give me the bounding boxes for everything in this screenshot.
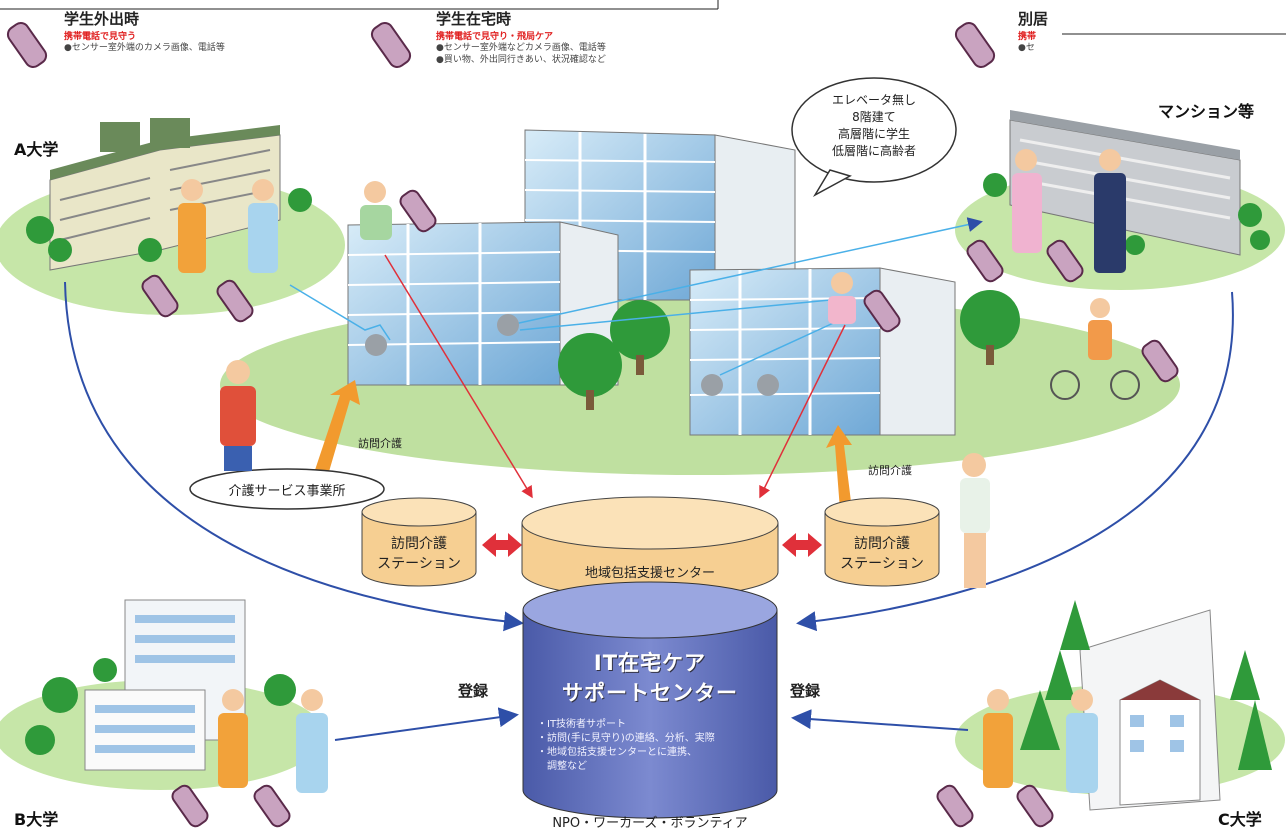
apartment-right xyxy=(689,267,956,436)
support-center-line-1: ・IT技術者サポート xyxy=(537,719,627,730)
care-office-bubble xyxy=(189,468,385,510)
station-left-line-2: ステーション xyxy=(377,556,461,572)
station-left-line-1: 訪問介護 xyxy=(391,536,447,552)
mobile-phone-icons xyxy=(6,21,1179,828)
label-univ-c: C大学 xyxy=(1218,810,1262,829)
support-center-line-4: 調整など xyxy=(537,761,587,772)
header-home-sub: 携帯電話で見守り・飛局ケア xyxy=(436,32,554,42)
header-away-bullet: ●セ xyxy=(1018,43,1035,53)
red-links xyxy=(384,254,846,499)
visit-care-left-label: 訪問介護 xyxy=(358,437,402,450)
header-away: 別居 携帯 ●セ xyxy=(1018,8,1062,54)
community-center-cylinder xyxy=(521,496,779,599)
header-out-sub: 携帯電話で見守う xyxy=(64,32,137,42)
speech-bubble-shape xyxy=(791,77,957,197)
label-mansion: マンション等 xyxy=(1158,102,1255,121)
trees-c xyxy=(1020,600,1272,770)
footer-label: NPO・ワーカーズ・ボランティア xyxy=(552,816,748,831)
register-left-label: 登録 xyxy=(458,682,489,700)
comms-lines xyxy=(289,217,983,376)
speech-line-4: 低層階に高齢者 xyxy=(831,144,916,158)
speech-line-3: 高層階に学生 xyxy=(837,127,910,141)
support-center-cylinder xyxy=(522,581,778,819)
trees-center xyxy=(558,290,1020,410)
support-center-line-2: ・訪問(手に見守り)の連絡、分析、実際 xyxy=(537,733,715,744)
univ-b-building xyxy=(84,599,246,771)
visit-care-arrows xyxy=(315,380,852,510)
community-center-label: 地域包括支援センター xyxy=(584,566,715,581)
people xyxy=(178,149,1140,793)
trees-a xyxy=(26,188,312,262)
header-home: 学生在宅時 携帯電話で見守り・飛局ケア ●センサー室外端などカメラ画像、電話等 … xyxy=(436,8,606,66)
station-left: 訪問介護 ステーション xyxy=(362,534,476,574)
header-home-title: 学生在宅時 xyxy=(436,10,512,28)
support-center: IT在宅ケア サポートセンター ・IT技術者サポート ・訪問(手に見守り)の連絡… xyxy=(523,648,777,774)
station-right-line-2: ステーション xyxy=(840,556,924,572)
header-home-bullet-2: ●買い物、外出同行きあい、状況確認など xyxy=(436,55,606,65)
support-center-title-1: IT在宅ケア xyxy=(593,651,707,675)
registration-arrows xyxy=(64,281,1234,741)
header-out-bullet: ●センサー室外端のカメラ画像、電話等 xyxy=(64,43,225,53)
visit-care-right-label: 訪問介護 xyxy=(868,464,912,477)
trees-mansion xyxy=(983,173,1270,255)
univ-c-building xyxy=(1079,609,1221,811)
station-right: 訪問介護 ステーション xyxy=(825,534,939,574)
trees-b xyxy=(25,658,296,755)
speech-line-1: エレベータ無し xyxy=(831,93,916,107)
station-right-line-1: 訪問介護 xyxy=(854,536,910,552)
speech-bubble: エレベータ無し 8階建て 高層階に学生 低層階に高齢者 xyxy=(812,92,936,160)
label-univ-a: A大学 xyxy=(14,140,59,159)
support-center-line-3: ・地域包括支援センターとに連携、 xyxy=(537,747,697,758)
header-away-title: 別居 xyxy=(1018,10,1049,28)
register-right-label: 登録 xyxy=(790,682,821,700)
univ-a-building xyxy=(49,118,281,271)
header-frame xyxy=(0,0,1286,35)
station-left-cylinder xyxy=(361,497,477,587)
header-out: 学生外出時 携帯電話で見守う ●センサー室外端のカメラ画像、電話等 xyxy=(64,8,225,54)
care-office-label: 介護サービス事業所 xyxy=(228,484,346,499)
header-home-bullet-1: ●センサー室外端などカメラ画像、電話等 xyxy=(436,43,606,53)
station-right-cylinder xyxy=(824,497,940,587)
header-away-sub: 携帯 xyxy=(1018,32,1037,42)
support-center-title-2: サポートセンター xyxy=(562,681,738,705)
header-out-title: 学生外出時 xyxy=(64,10,140,28)
speech-line-2: 8階建て xyxy=(852,110,896,124)
label-univ-b: B大学 xyxy=(14,810,59,829)
